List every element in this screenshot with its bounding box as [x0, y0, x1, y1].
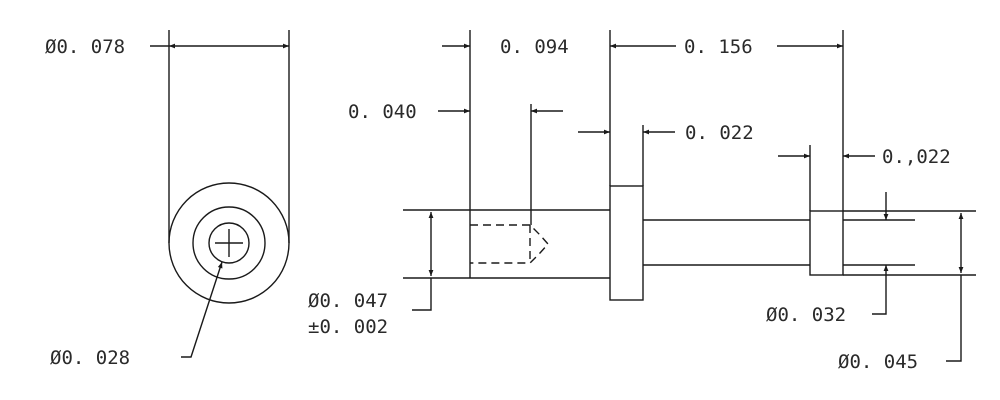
label-stem-length: 0. 156 — [684, 36, 753, 58]
label-end-bore-diameter: Ø0. 028 — [50, 347, 130, 369]
label-shank-tolerance: ±0. 002 — [308, 316, 388, 338]
label-end-collar-width: 0.,022 — [882, 146, 951, 168]
end-collar — [809, 210, 844, 276]
label-collar-width: 0. 022 — [685, 122, 754, 144]
end-view-middle-circle — [192, 206, 266, 280]
dim-stem-diameter-bottom-arrow — [872, 265, 889, 315]
leader-end-collar-diameter — [946, 275, 962, 362]
label-shank-length: 0. 094 — [500, 36, 569, 58]
label-end-outer-diameter: Ø0. 078 — [45, 36, 125, 58]
hidden-bore-outline — [470, 224, 549, 264]
label-shank-diameter: Ø0. 047 — [308, 290, 388, 312]
end-view — [150, 30, 290, 358]
label-bore-depth: 0. 040 — [348, 101, 417, 123]
end-view-bore-circle — [208, 222, 250, 264]
side-view — [403, 30, 976, 362]
label-end-collar-diameter: Ø0. 045 — [838, 351, 918, 373]
collar — [609, 185, 644, 301]
label-stem-diameter: Ø0. 032 — [766, 304, 846, 326]
leader-end-bore-diameter — [181, 261, 223, 358]
leader-shank-diameter — [412, 278, 432, 311]
